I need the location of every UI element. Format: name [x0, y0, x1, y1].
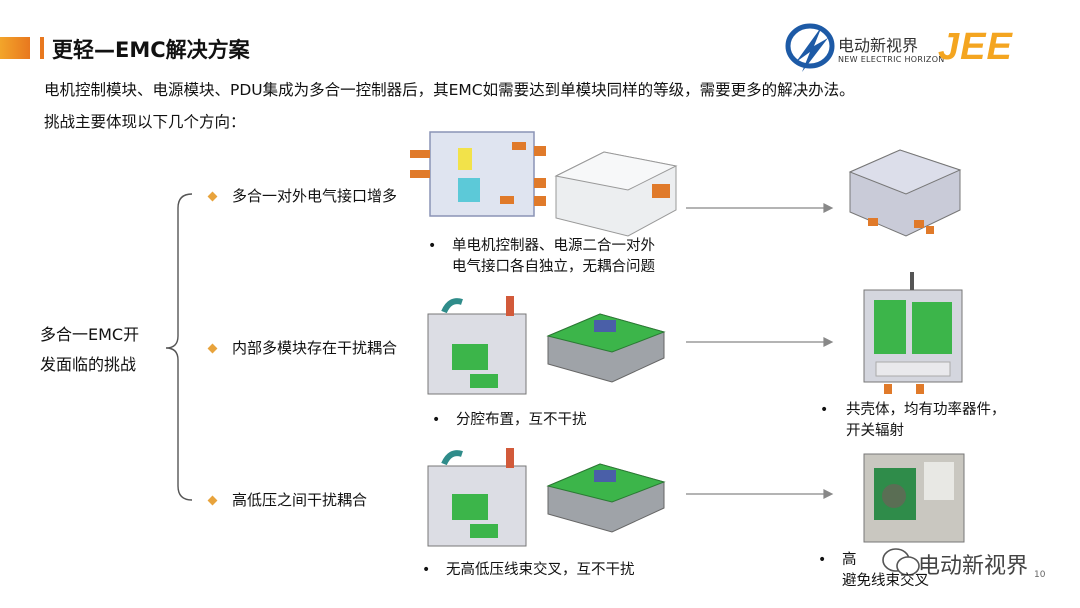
controller-open-image-2	[427, 448, 527, 547]
logo-text-en: NEW ELECTRIC HORIZON	[838, 55, 945, 64]
controller-open-image-1	[427, 296, 527, 395]
note-bullet-1: •	[428, 238, 437, 254]
result-3-line-1: 高	[842, 552, 857, 568]
title-marker	[40, 37, 44, 59]
challenge-label-line-1: 多合一EMC开	[40, 325, 140, 344]
logo-swirl-icon	[785, 23, 835, 72]
intro-line-2: 挑战主要体现以下几个方向：	[44, 113, 246, 131]
watermark-text: 电动新视界	[918, 554, 1029, 579]
group-brace	[165, 193, 193, 501]
result-2-line-2: 开关辐射	[846, 423, 904, 439]
note-1-line-2: 电气接口各自独立，无耦合问题	[452, 259, 655, 275]
note-1-line-1: 单电机控制器、电源二合一对外	[452, 238, 655, 254]
challenge-label-line-2: 发面临的挑战	[40, 355, 137, 374]
note-3: 无高低压线束交叉，互不干扰	[446, 562, 635, 578]
direction-label-1: 多合一对外电气接口增多	[232, 187, 398, 205]
direction-label-2: 内部多模块存在干扰耦合	[232, 339, 398, 357]
intro-line-1: 电机控制模块、电源模块、PDU集成为多合一控制器后，其EMC如需要达到单模块同样…	[44, 81, 855, 99]
result-3: 高 避免线束交叉	[842, 550, 929, 592]
page-title: 更轻—EMC解决方案	[52, 38, 250, 62]
note-1: 单电机控制器、电源二合一对外 电气接口各自独立，无耦合问题	[452, 236, 655, 278]
circuit-board-image-1	[546, 313, 666, 383]
controller-blue-image	[410, 131, 546, 217]
integrated-controller-image-2	[863, 272, 963, 394]
logo-text-cn: 电动新视界	[838, 36, 919, 55]
circuit-board-image-2	[546, 463, 666, 533]
controller-interior-photo	[863, 453, 965, 543]
direction-label-3: 高低压之间干扰耦合	[232, 491, 368, 509]
note-bullet-3: •	[422, 562, 431, 578]
header-accent-bar	[0, 37, 30, 59]
page-number: 10	[1034, 570, 1046, 580]
note-2: 分腔布置，互不干扰	[456, 412, 587, 428]
watermark-chat-icon	[882, 548, 920, 576]
result-3-line-2: 避免线束交叉	[842, 573, 929, 589]
result-bullet-2: •	[820, 402, 829, 418]
note-bullet-2: •	[432, 412, 441, 428]
challenge-label: 多合一EMC开 发面临的挑战	[40, 320, 139, 380]
result-bullet-3: •	[818, 552, 827, 568]
controller-housing-image	[554, 151, 678, 237]
result-2: 共壳体，均有功率器件， 开关辐射	[846, 400, 1006, 442]
result-2-line-1: 共壳体，均有功率器件，	[846, 402, 1006, 418]
jee-logo: JEE	[938, 26, 1013, 68]
integrated-controller-image-1	[848, 149, 962, 237]
